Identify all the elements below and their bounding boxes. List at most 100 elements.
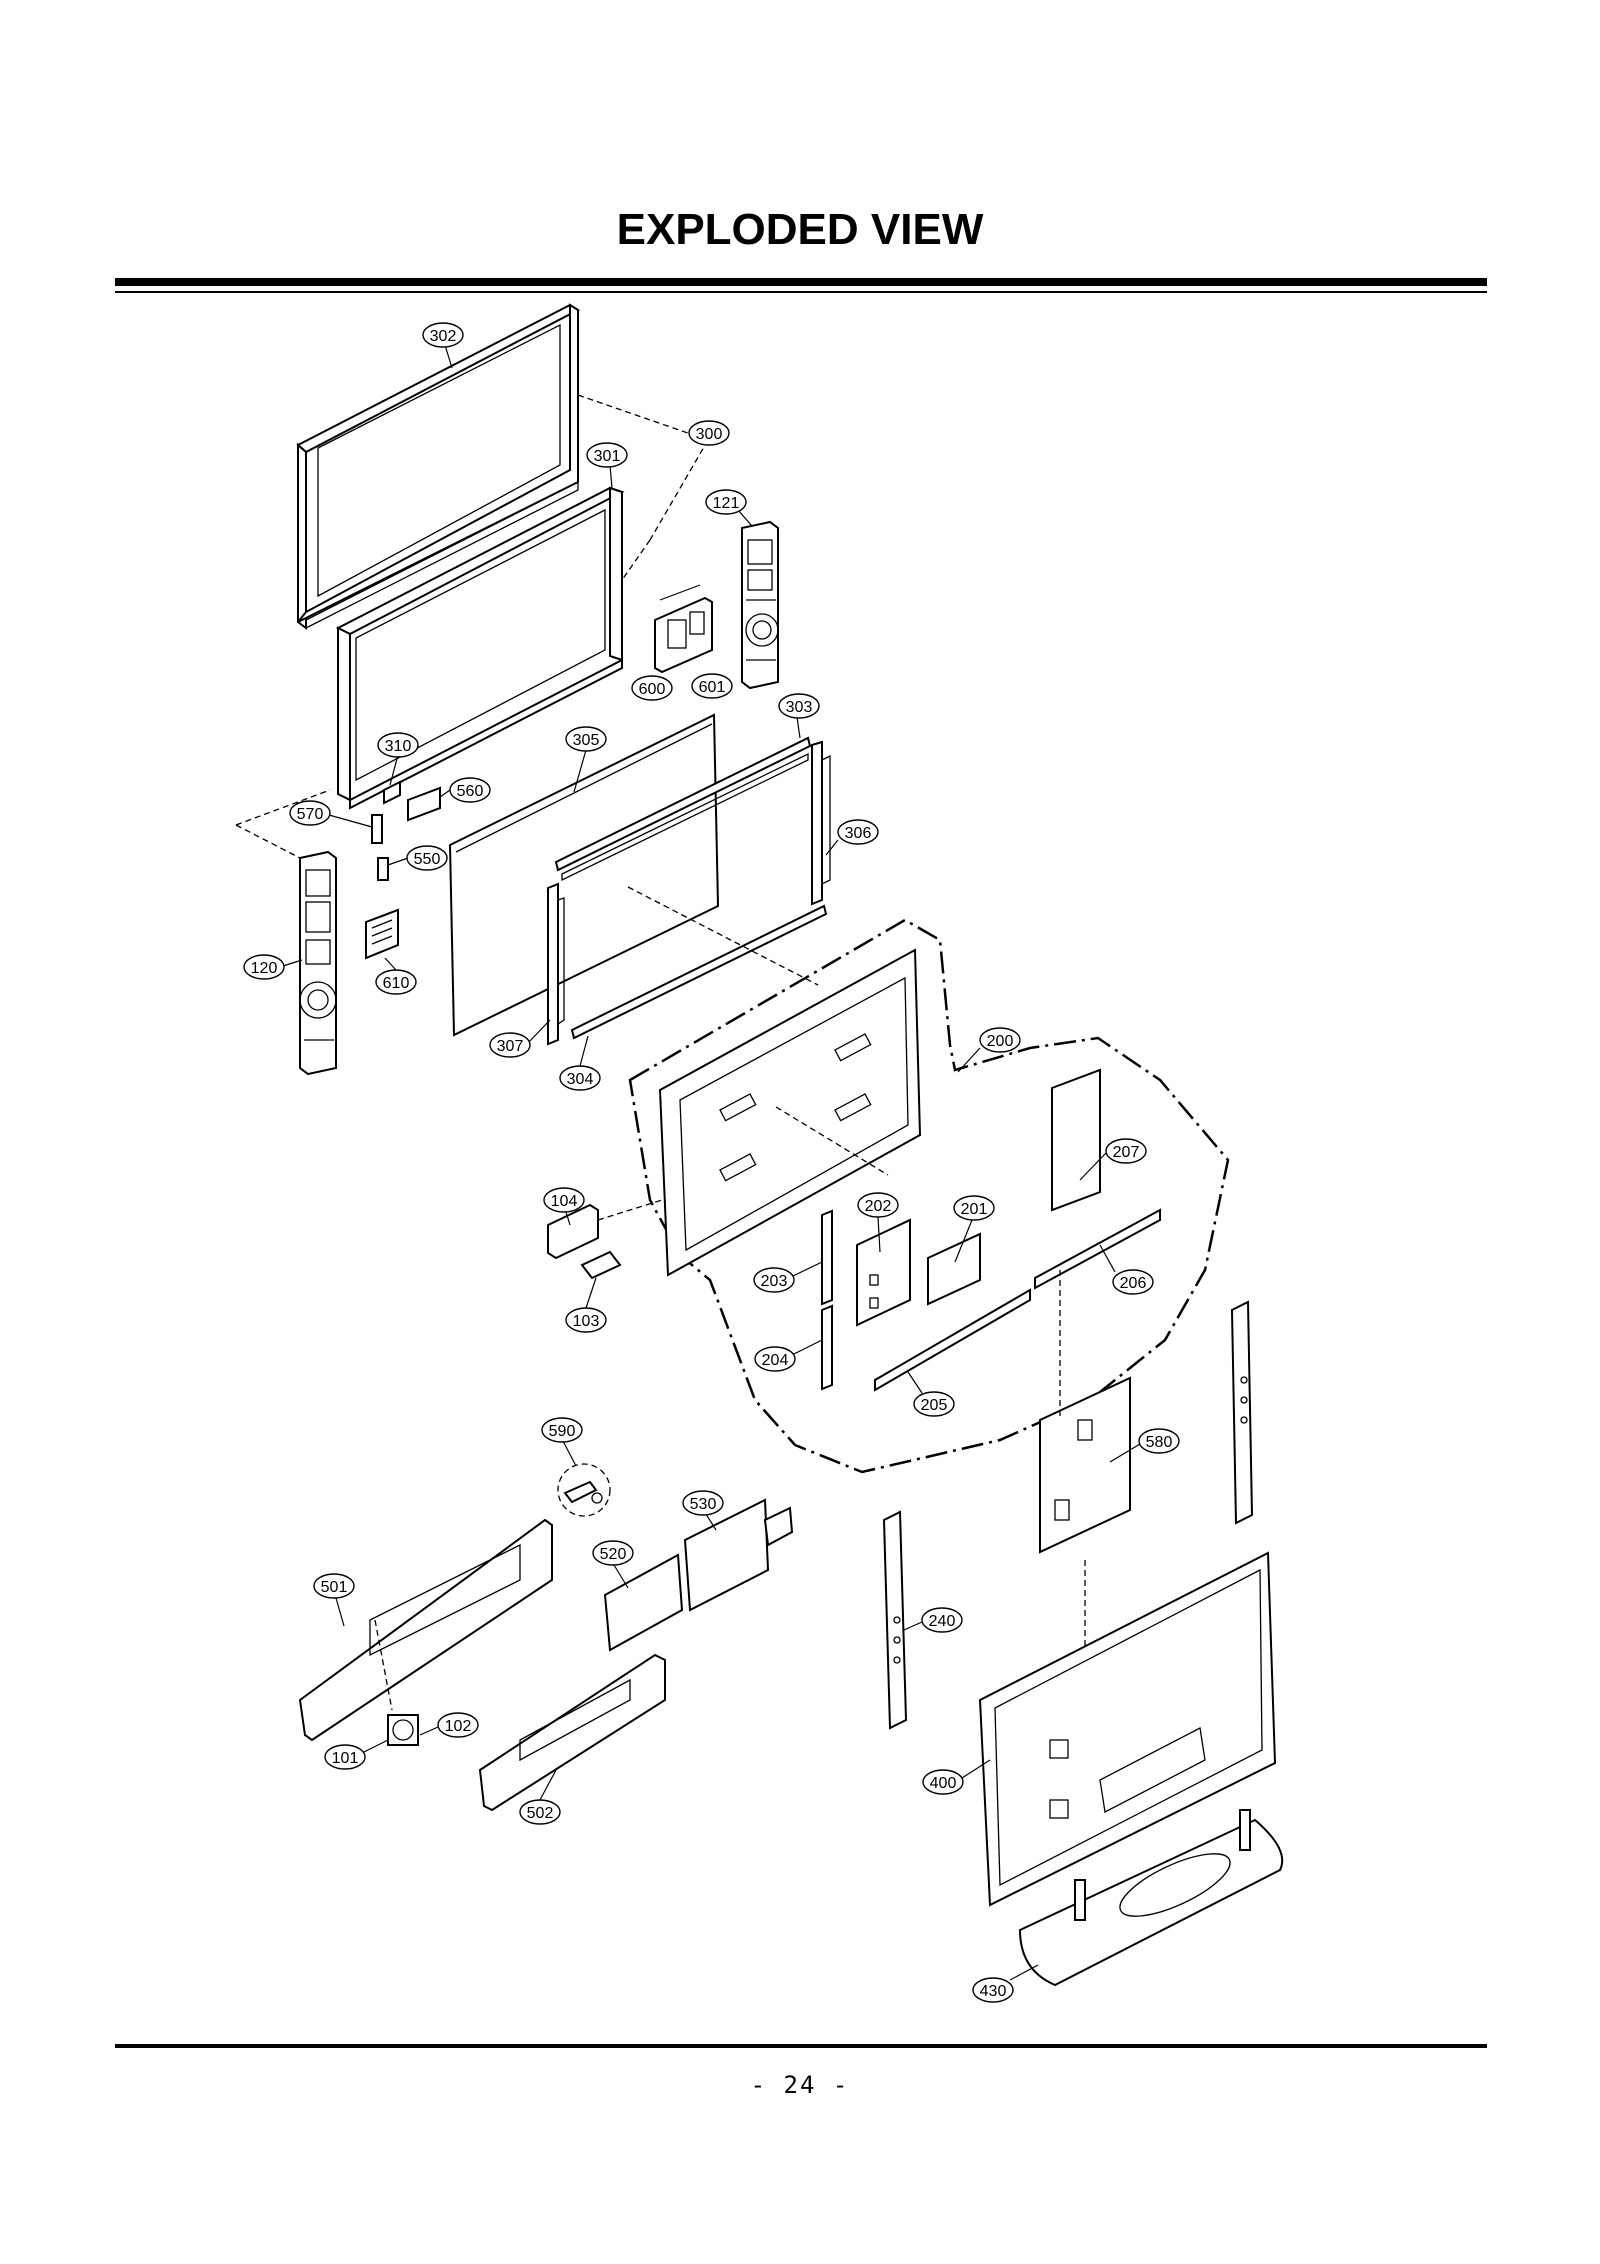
callout-307: 307 <box>489 1019 551 1058</box>
callout-301-label: 301 <box>594 448 621 465</box>
callout-306: 306 <box>825 819 879 856</box>
part-207-board <box>1051 1068 1101 1212</box>
part-121-right-speaker <box>741 520 779 690</box>
callout-570: 570 <box>289 800 373 828</box>
callout-610: 610 <box>375 957 417 995</box>
callout-502-label: 502 <box>527 1805 554 1822</box>
leader-300 <box>577 394 709 581</box>
part-520-board <box>603 1553 684 1652</box>
callout-301: 301 <box>586 442 628 489</box>
callout-520: 520 <box>592 1540 634 1589</box>
callout-102: 102 <box>419 1712 479 1738</box>
header-rule-thin <box>115 291 1487 293</box>
part-203-204-brackets <box>821 1209 833 1391</box>
page-number: - 24 - <box>750 2071 850 2099</box>
callout-502: 502 <box>519 1769 561 1825</box>
part-400-back-cover <box>978 1551 1277 1907</box>
callout-570-label: 570 <box>297 806 324 823</box>
callout-205-label: 205 <box>921 1397 948 1414</box>
part-303-top-rail <box>554 736 812 882</box>
callout-302: 302 <box>422 322 464 369</box>
part-306-side-rail <box>811 740 831 906</box>
callout-560: 560 <box>439 777 491 803</box>
callout-601: 601 <box>691 673 733 699</box>
callout-303-label: 303 <box>786 699 813 716</box>
callout-580-label: 580 <box>1146 1434 1173 1451</box>
callout-550-label: 550 <box>414 851 441 868</box>
callout-306-label: 306 <box>845 825 872 842</box>
part-304-bottom-rail <box>570 904 828 1040</box>
callout-304-label: 304 <box>567 1071 594 1088</box>
callout-206: 206 <box>1099 1244 1154 1295</box>
callout-430: 430 <box>972 1964 1039 2003</box>
callout-205: 205 <box>907 1371 955 1417</box>
header-rule-thick <box>115 278 1487 286</box>
callout-120-label: 120 <box>251 960 278 977</box>
callout-590-label: 590 <box>549 1423 576 1440</box>
callout-300: 300 <box>688 420 730 446</box>
callout-203-label: 203 <box>761 1273 788 1290</box>
part-530-board <box>683 1498 794 1612</box>
callout-207-label: 207 <box>1113 1144 1140 1161</box>
callout-305-label: 305 <box>573 732 600 749</box>
part-201-board <box>927 1232 981 1306</box>
callout-550: 550 <box>387 845 448 871</box>
part-301-frame <box>335 486 625 810</box>
callout-601-label: 601 <box>699 679 726 696</box>
callout-201: 201 <box>953 1195 995 1263</box>
callout-101: 101 <box>324 1739 389 1770</box>
part-550-560-570-310-small-parts <box>235 780 441 881</box>
part-103-104-brackets <box>547 1199 663 1280</box>
callout-204: 204 <box>754 1339 823 1372</box>
part-590-clip <box>557 1463 611 1517</box>
part-580-board <box>1039 1376 1131 1554</box>
callout-202-label: 202 <box>865 1198 892 1215</box>
callout-303: 303 <box>778 693 820 739</box>
callout-560-label: 560 <box>457 783 484 800</box>
assembly-guide-line <box>627 886 819 986</box>
part-202-board <box>856 1218 911 1327</box>
callout-103-label: 103 <box>573 1313 600 1330</box>
callout-400-label: 400 <box>930 1775 957 1792</box>
callout-310: 310 <box>377 732 419 786</box>
part-200-chassis-frame <box>658 948 922 1277</box>
callout-501-label: 501 <box>321 1579 348 1596</box>
callout-600-label: 600 <box>639 681 666 698</box>
callout-530-label: 530 <box>690 1496 717 1513</box>
callout-300-label: 300 <box>696 426 723 443</box>
part-240-bracket <box>882 1510 908 1730</box>
callout-520-label: 520 <box>600 1546 627 1563</box>
callout-104-label: 104 <box>551 1193 578 1210</box>
footer-rule <box>115 2044 1487 2048</box>
part-600-601-bracket <box>654 584 713 674</box>
callout-430-label: 430 <box>980 1983 1007 2000</box>
part-502-cover <box>478 1653 666 1812</box>
callout-590: 590 <box>541 1417 583 1467</box>
callout-240-label: 240 <box>929 1613 956 1630</box>
part-305-panel <box>448 713 720 1037</box>
callout-203: 203 <box>753 1261 823 1293</box>
part-120-left-speaker <box>299 850 337 1076</box>
part-610-speaker-grille <box>365 908 399 960</box>
callout-200: 200 <box>957 1027 1021 1073</box>
callout-101-label: 101 <box>332 1750 359 1767</box>
part-205-board <box>874 1288 1031 1392</box>
callout-305: 305 <box>565 726 607 793</box>
callout-240: 240 <box>903 1607 963 1633</box>
callout-121: 121 <box>705 489 753 527</box>
callout-204-label: 204 <box>762 1352 789 1369</box>
callout-207: 207 <box>1079 1138 1147 1181</box>
callout-201-label: 201 <box>961 1201 988 1218</box>
part-501-main-board <box>298 1518 553 1742</box>
page-title: EXPLODED VIEW <box>616 205 984 254</box>
callout-200-label: 200 <box>987 1033 1014 1050</box>
callout-302-label: 302 <box>430 328 457 345</box>
callout-202: 202 <box>857 1192 899 1253</box>
part-307-side-rail <box>547 882 565 1046</box>
callout-120: 120 <box>243 954 303 980</box>
part-430-stand <box>1018 1809 1284 1987</box>
callout-304: 304 <box>559 1035 601 1091</box>
callout-104: 104 <box>543 1187 585 1226</box>
part-101-102-fan <box>387 1714 419 1746</box>
